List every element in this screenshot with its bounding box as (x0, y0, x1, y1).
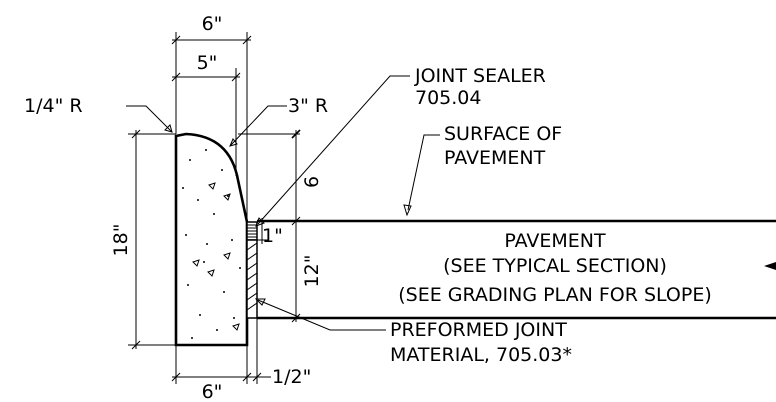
preformed-joint-hatch (246, 242, 258, 311)
label-surface-line1: SURFACE OF (444, 123, 562, 145)
label-joint-sealer-line2: 705.04 (415, 87, 481, 109)
dim-corner-radius: 1/4" R (24, 95, 83, 117)
dim-pavement-depth: 12" (301, 255, 323, 288)
label-surface-line2: PAVEMENT (444, 147, 546, 169)
dim-height: 18" (110, 224, 132, 257)
dim-top-width: 6" (202, 13, 223, 35)
dim-joint-thickness: 1/2" (272, 366, 311, 388)
dim-inner-width: 5" (197, 52, 218, 74)
label-pavement-line1: PAVEMENT (504, 230, 606, 252)
dim-joint-offset: 1" (262, 225, 283, 247)
label-preformed-line1: PREFORMED JOINT (390, 319, 567, 341)
joint-sealer-hatch (247, 224, 257, 238)
preformed-joint-material (246, 239, 258, 319)
label-pavement-line3: (SEE GRADING PLAN FOR SLOPE) (398, 284, 712, 306)
dim-curve-radius: 3" R (288, 95, 328, 117)
label-joint-sealer-line1: JOINT SEALER (414, 65, 546, 87)
dim-upper-gap: 6 (301, 176, 323, 188)
concrete-hatch (182, 149, 241, 339)
label-pavement-line2: (SEE TYPICAL SECTION) (443, 255, 667, 277)
curb-outline (174, 132, 249, 347)
label-preformed-line2: MATERIAL, 705.03* (390, 344, 572, 366)
aggregate-triangles (192, 182, 240, 331)
dim-bottom-width: 6" (202, 381, 223, 402)
slope-arrow (764, 262, 776, 270)
